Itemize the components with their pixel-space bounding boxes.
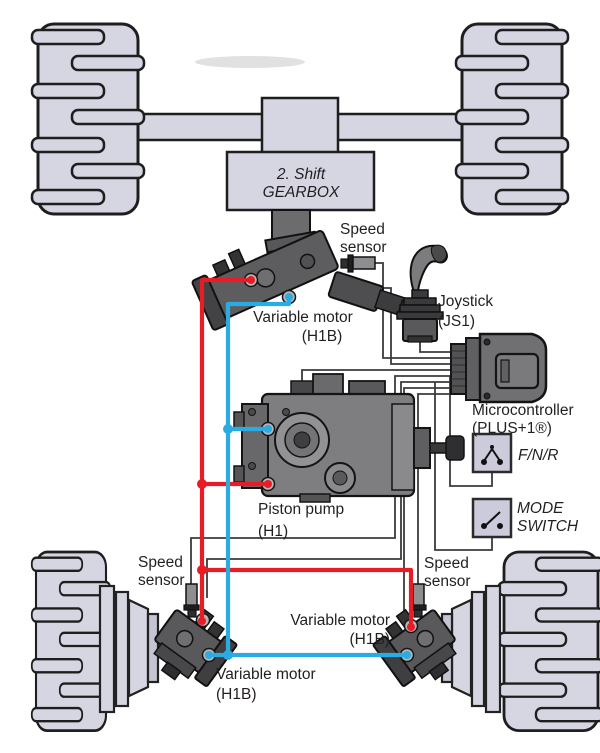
diagram-labels: 2. Shift GEARBOX Speed sensor Variable m… <box>138 166 579 703</box>
mode-switch-label-line1: MODE <box>517 500 564 517</box>
mode-switch-icon <box>481 511 503 529</box>
wheel-hub-left <box>98 584 160 714</box>
speed-sensor-left-label-line2: sensor <box>138 572 185 589</box>
joystick-label-line2: (JS1) <box>438 313 475 330</box>
piston-pump-label-line2: (H1) <box>258 523 288 540</box>
wire-motor-right <box>403 387 453 626</box>
speed-sensor-right-label-line1: Speed <box>424 555 469 572</box>
wire-mode-switch <box>434 382 493 551</box>
wire-pump <box>301 369 453 384</box>
variable-motor-bottom-label-line1: Variable motor <box>216 666 316 683</box>
mode-switch <box>471 497 513 539</box>
gearbox-label-line2: GEARBOX <box>263 184 340 201</box>
fnr-switch-icon <box>481 445 503 465</box>
wire-joystick <box>419 338 453 353</box>
hydraulic-line-red <box>199 277 414 630</box>
piston-pump <box>233 373 465 503</box>
rear-left-tire <box>30 550 112 733</box>
speed-sensor-top-label-line1: Speed <box>340 221 385 238</box>
hydraulic-line-blue-junctions <box>205 293 411 660</box>
speed-sensor-top-icon <box>340 254 376 273</box>
joystick <box>396 244 448 343</box>
hydraulic-line-red-junctions <box>197 276 415 631</box>
piston-pump-label-line1: Piston pump <box>258 501 344 518</box>
front-right-tire <box>454 22 570 216</box>
variable-motor-top-label-line2: (H1B) <box>302 328 342 345</box>
signal-wires <box>190 262 493 626</box>
front-left-tire <box>30 22 146 216</box>
microcontroller-label-line2: (PLUS+1®) <box>472 420 552 437</box>
wire-speed-sensor-right <box>417 393 453 584</box>
speed-sensor-right-label-line2: sensor <box>424 573 471 590</box>
variable-motor-top-label-line1: Variable motor <box>253 309 353 326</box>
front-axle-assembly <box>128 96 472 212</box>
mode-switch-label-line2: SWITCH <box>517 518 579 535</box>
speed-sensor-top-label-line2: sensor <box>340 239 387 256</box>
gearbox-input-housing <box>260 96 340 156</box>
rear-right-tire <box>496 550 600 733</box>
microcontroller <box>450 332 548 404</box>
speed-sensor-left-label-line1: Speed <box>138 554 183 571</box>
print-smudge <box>195 56 305 68</box>
speed-sensor-left-icon <box>183 583 200 618</box>
microcontroller-label-line1: Microcontroller <box>472 402 574 419</box>
gearbox-label-line1: 2. Shift <box>276 166 326 183</box>
joystick-label-line1: Joystick <box>438 293 493 310</box>
fnr-switch-label: F/N/R <box>518 447 558 464</box>
wire-speed-sensor-left <box>190 375 453 584</box>
variable-motor-bottom-label-line2: (H1B) <box>216 686 256 703</box>
variable-motor-right-label-line1: Variable motor <box>290 612 390 629</box>
variable-motor-top <box>191 209 416 331</box>
wire-fnr-switch <box>449 376 493 487</box>
variable-motor-right-label-line2: (H1B) <box>350 631 390 648</box>
fnr-switch <box>471 432 513 474</box>
